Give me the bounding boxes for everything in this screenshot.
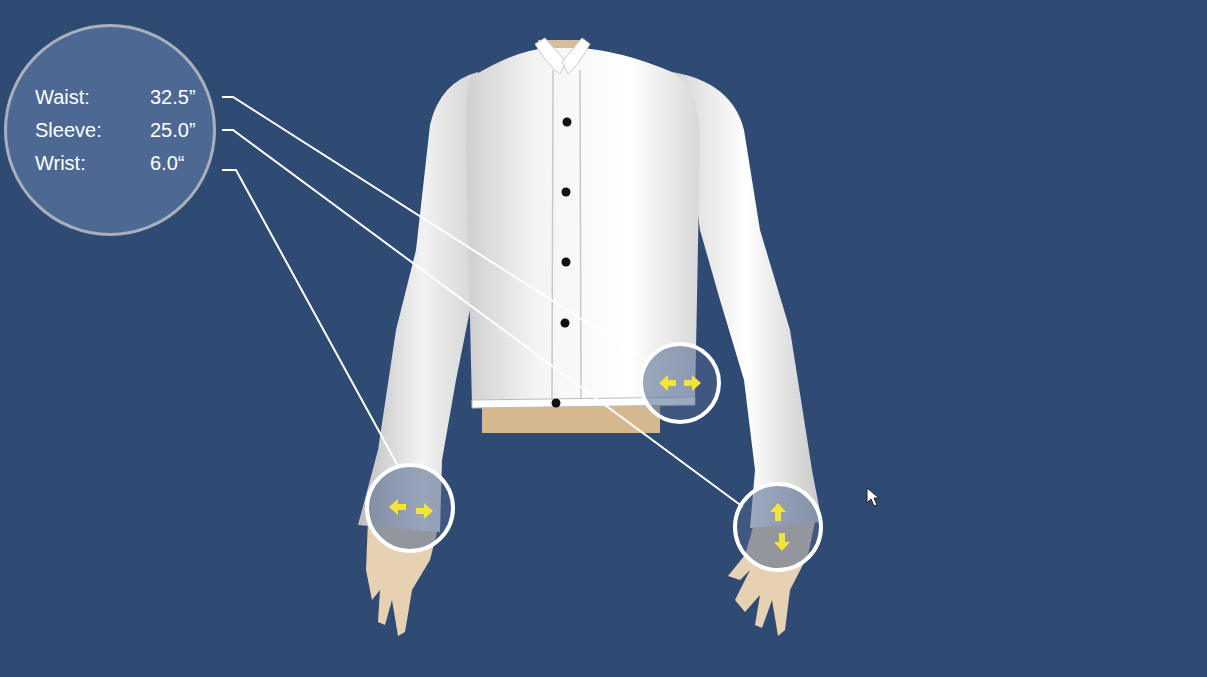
resize-arrow [416, 503, 433, 519]
measurement-list: Waist:32.5”Sleeve:25.0”Wrist:6.0“ [35, 81, 196, 180]
button [562, 188, 571, 197]
measure-circle [641, 344, 719, 422]
measurement-value: 6.0“ [150, 147, 196, 180]
button [563, 118, 572, 127]
leader-line [222, 130, 743, 507]
resize-arrow [389, 499, 406, 515]
leader-line [222, 97, 647, 361]
measurement-value: 25.0” [150, 114, 196, 147]
measure-circle [735, 484, 821, 570]
collar [535, 38, 566, 74]
resize-arrow [684, 375, 701, 391]
placket-line [580, 70, 581, 402]
measure-circle [367, 465, 453, 551]
resize-arrow [774, 533, 790, 551]
button [562, 258, 571, 267]
measurement-name: Waist: [35, 81, 150, 114]
leader-line [222, 170, 398, 466]
measurement-value: 32.5” [150, 81, 196, 114]
resize-arrow [770, 503, 786, 521]
measurement-callout: Waist:32.5”Sleeve:25.0”Wrist:6.0“ [4, 24, 216, 236]
button [552, 399, 561, 408]
placket-line [552, 70, 553, 402]
collar [562, 38, 590, 74]
resize-arrow [659, 375, 676, 391]
measurement-name: Sleeve: [35, 114, 150, 147]
mouse-cursor [867, 488, 879, 506]
button [561, 319, 570, 328]
measurement-name: Wrist: [35, 147, 150, 180]
